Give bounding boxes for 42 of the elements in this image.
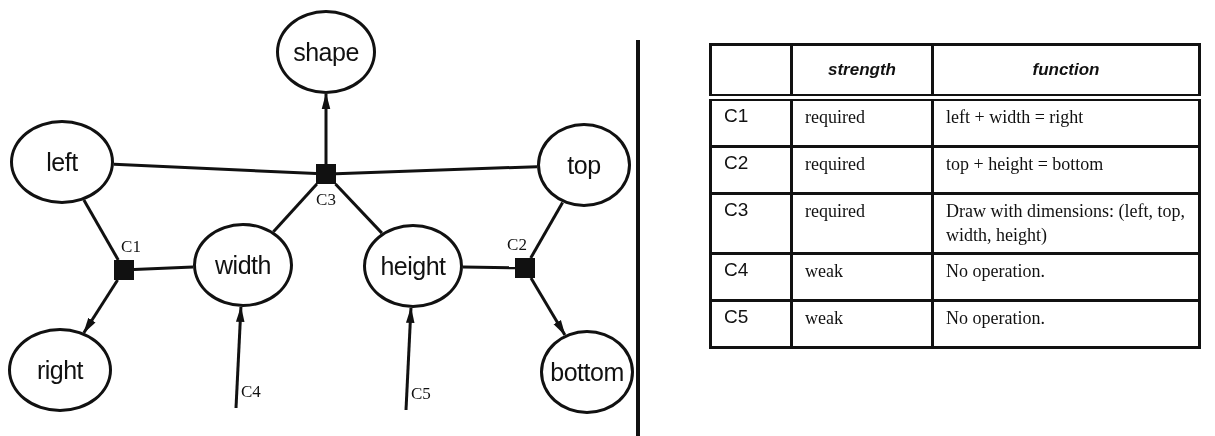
column-header: function <box>932 44 1200 98</box>
variable-ellipse: top <box>537 123 631 207</box>
arrow <box>321 92 331 164</box>
edge-label: C4 <box>241 382 261 402</box>
arrow <box>234 305 245 409</box>
variable-ellipse: shape <box>276 10 376 94</box>
connector-line <box>335 165 538 176</box>
arrow <box>529 277 567 336</box>
variable-ellipse: right <box>8 328 112 412</box>
constraint-id: C4 <box>710 253 792 301</box>
constraint-id: C5 <box>710 300 792 348</box>
connector-line <box>334 182 383 235</box>
constraint-id: C2 <box>710 146 792 194</box>
connector-line <box>462 265 516 270</box>
constraint-id: C3 <box>710 193 792 254</box>
constraint-square <box>515 258 535 278</box>
strength-cell: required <box>791 193 933 254</box>
connector-line <box>529 201 564 259</box>
variable-ellipse: width <box>193 223 293 307</box>
function-cell: No operation. <box>932 253 1200 301</box>
connector-line <box>113 162 317 176</box>
connector-line <box>272 183 318 233</box>
variable-ellipse: bottom <box>540 330 634 414</box>
constraint-square <box>316 164 336 184</box>
function-cell: Draw with dimensions: (left, top, width, height) <box>932 193 1200 254</box>
strength-cell: weak <box>791 253 933 301</box>
connector-line <box>133 265 194 272</box>
constraint-label: C3 <box>316 190 336 210</box>
function-cell: No operation. <box>932 300 1200 348</box>
edge-label: C5 <box>411 384 431 404</box>
arrow <box>404 306 415 411</box>
constraint-square <box>114 260 134 280</box>
connector-line <box>82 199 120 261</box>
function-cell: top + height = bottom <box>932 146 1200 194</box>
arrow <box>82 279 119 334</box>
column-header: strength <box>791 44 933 98</box>
variable-ellipse: left <box>10 120 114 204</box>
strength-cell: weak <box>791 300 933 348</box>
strength-cell: required <box>791 146 933 194</box>
constraint-label: C1 <box>121 237 141 257</box>
constraint-label: C2 <box>507 235 527 255</box>
variable-ellipse: height <box>363 224 463 308</box>
